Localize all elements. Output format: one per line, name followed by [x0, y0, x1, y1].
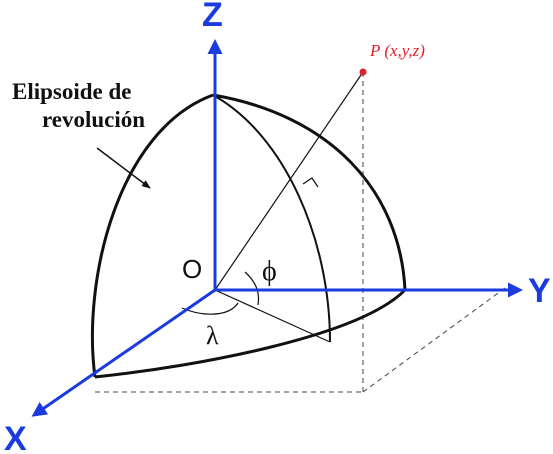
dashed-diagonal [362, 287, 506, 393]
ellipsoid-octant [91, 93, 407, 379]
point-p [359, 68, 367, 76]
lambda-label: λ [206, 321, 219, 350]
z-axis-label: Z [202, 0, 223, 34]
point-p-label: P (x,y,z) [369, 41, 425, 60]
label-pointer-arrow [96, 147, 151, 189]
y-axis-label: Y [528, 272, 551, 310]
equator-rim [94, 288, 407, 379]
axes [31, 39, 523, 417]
x-axis-label: X [4, 420, 27, 454]
inner-meridian [212, 94, 331, 343]
ellipsoid-label-line1: Elipsoide de [12, 79, 132, 104]
meridian-back [212, 93, 407, 291]
x-axis [31, 288, 216, 417]
right-angle-mark [302, 177, 319, 188]
origin-label: O [182, 254, 202, 284]
radius-line [214, 71, 364, 291]
projection-lines [95, 72, 506, 393]
meridian-plane-line [214, 289, 331, 343]
ellipsoid-label-line2: revolución [42, 107, 145, 132]
phi-label: ϕ [262, 256, 277, 287]
phi-arc [244, 271, 260, 306]
meridian-front [91, 93, 214, 378]
